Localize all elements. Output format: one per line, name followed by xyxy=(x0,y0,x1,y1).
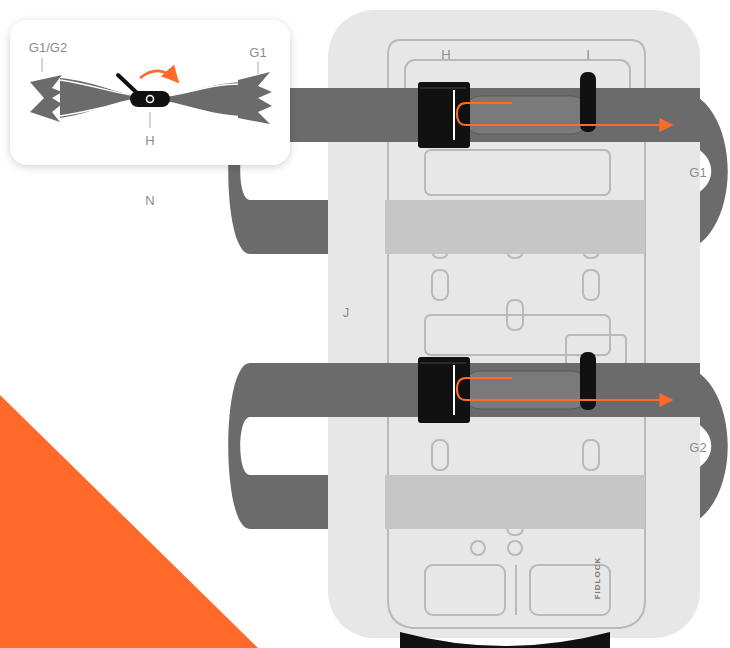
strap-keeper xyxy=(580,352,596,410)
strap-g1-front xyxy=(328,88,700,142)
base-arc xyxy=(400,632,610,648)
strap-keeper xyxy=(580,72,596,132)
detail-inset xyxy=(10,20,290,165)
callout-letter: G1 xyxy=(689,166,706,179)
callout-letter: I xyxy=(586,48,590,61)
strap-tail xyxy=(462,371,590,409)
brand-logo: FIDLOCK xyxy=(594,557,602,600)
callout-letter: G2 xyxy=(689,441,706,454)
strap-g2-back xyxy=(385,475,645,529)
callout-letter: G1 xyxy=(249,46,266,59)
callout-letter: H xyxy=(145,134,154,147)
callout-letter: J xyxy=(343,306,350,319)
corner-triangle xyxy=(0,395,258,648)
buckle xyxy=(418,357,470,423)
ground-panel xyxy=(328,10,700,638)
buckle xyxy=(418,82,470,148)
callout-letter: G1/G2 xyxy=(29,41,67,54)
strap-tail xyxy=(462,96,590,134)
threading-arrow xyxy=(457,103,672,125)
callout-letter: N xyxy=(145,194,154,207)
strap-g2-front xyxy=(328,363,700,417)
threading-arrow xyxy=(457,378,672,400)
strap-g1-back xyxy=(385,200,645,254)
callout-letter: H xyxy=(441,48,450,61)
